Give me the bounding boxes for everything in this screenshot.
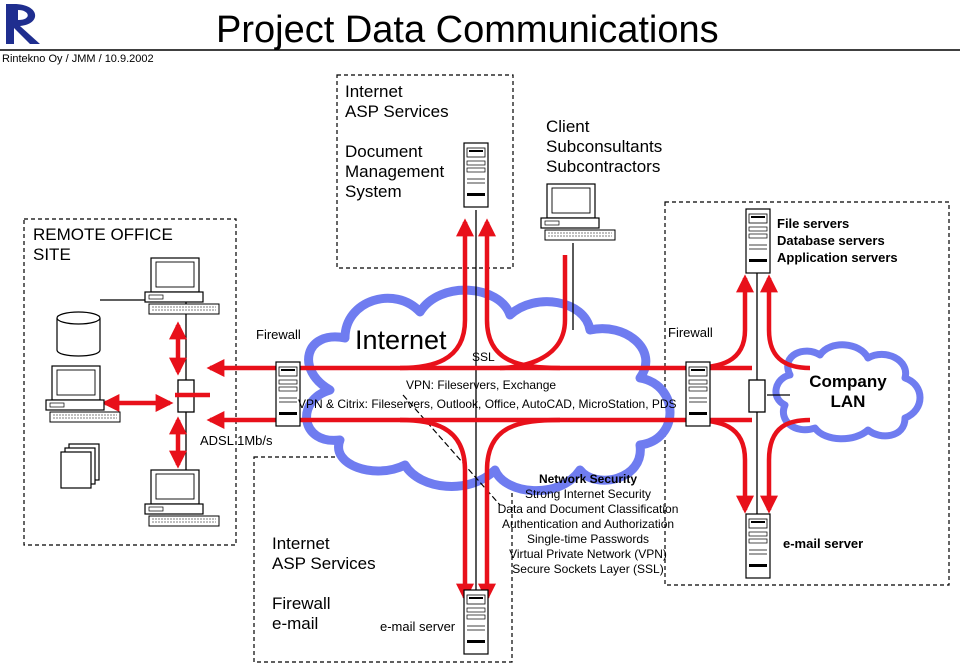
fileserver-arrow-right [760, 274, 811, 371]
security-item: Authentication and Authorization [501, 517, 675, 531]
internet-cloud [302, 285, 675, 496]
asp-top-arrow-left [399, 218, 474, 371]
vpn-label: VPN: Fileservers, Exchange [406, 378, 557, 392]
asp-top-line-2: ASP Services [345, 102, 449, 121]
file-server-icon [745, 208, 771, 274]
servers-line-2: Database servers [777, 233, 885, 248]
servers-line-3: Application servers [777, 250, 898, 265]
fileserver-arrow-left [689, 274, 754, 371]
database-icon [56, 311, 101, 357]
remote-pc-left-icon [45, 365, 121, 423]
client-line-3: Subcontractors [546, 157, 661, 176]
security-item: Data and Document Classification [497, 502, 679, 516]
asp-bottom-arrow-right [478, 417, 561, 602]
asp-top-line-3: Document [345, 142, 423, 161]
email-arrow-right [760, 417, 811, 514]
lan-email-server-icon [745, 513, 771, 579]
asp-top-line-1: Internet [345, 82, 403, 101]
asp-bottom-email-server: e-mail server [380, 619, 456, 634]
firewall-left-icon [275, 361, 301, 427]
asp-top-line-4: Management [345, 162, 445, 181]
ssl-label: SSL [472, 350, 495, 364]
security-item: Secure Sockets Layer (SSL) [512, 562, 664, 576]
credit-line: Rintekno Oy / JMM / 10.9.2002 [2, 53, 154, 65]
internet-label: Internet [355, 325, 447, 355]
remote-pc-bottom-icon [144, 469, 220, 527]
page-title: Project Data Communications [216, 9, 719, 51]
asp-email-server-icon [463, 589, 489, 655]
client-line-2: Subconsultants [546, 137, 663, 156]
security-title: Network Security [538, 472, 638, 486]
company-lan-line-2: LAN [830, 392, 866, 411]
remote-office-line-2: SITE [33, 245, 71, 264]
firewall-left-label: Firewall [256, 327, 301, 342]
email-arrow-left [689, 417, 754, 514]
asp-top-line-5: System [345, 182, 402, 201]
lan-email-server-label: e-mail server [783, 536, 864, 551]
firewall-right-label: Firewall [668, 325, 713, 340]
servers-line-1: File servers [777, 216, 850, 231]
client-line-1: Client [546, 117, 590, 136]
company-lan-line-1: Company [809, 372, 887, 391]
security-item: Strong Internet Security [524, 487, 652, 501]
client-pc-icon [540, 183, 616, 241]
firewall-right-icon [685, 361, 711, 427]
remote-office-zone [23, 218, 237, 546]
security-item: Virtual Private Network (VPN) [509, 547, 667, 561]
remote-office-line-1: REMOTE OFFICE [33, 225, 173, 244]
client-arrow [499, 255, 568, 371]
security-item: Single-time Passwords [526, 532, 650, 546]
company-lan-cloud [772, 341, 924, 443]
asp-bottom-line-1: Internet [272, 534, 330, 553]
rintekno-logo [4, 2, 46, 48]
remote-pc-top-icon [144, 257, 220, 315]
asp-bottom-line-4: e-mail [272, 614, 319, 633]
asp-bottom-line-3: Firewall [272, 594, 331, 613]
asp-server-icon [463, 142, 489, 208]
lan-hub [748, 379, 766, 413]
adsl-label: ADSL 1Mb/s [200, 433, 273, 448]
asp-top-zone [336, 74, 514, 269]
asp-bottom-line-2: ASP Services [272, 554, 376, 573]
asp-top-arrow-right [478, 218, 561, 371]
documents-icon [60, 443, 100, 489]
citrix-label: VPN & Citrix: Fileservers, Outlook, Offi… [298, 397, 677, 411]
security-pointer [402, 394, 501, 506]
asp-bottom-arrow-left [399, 417, 474, 602]
